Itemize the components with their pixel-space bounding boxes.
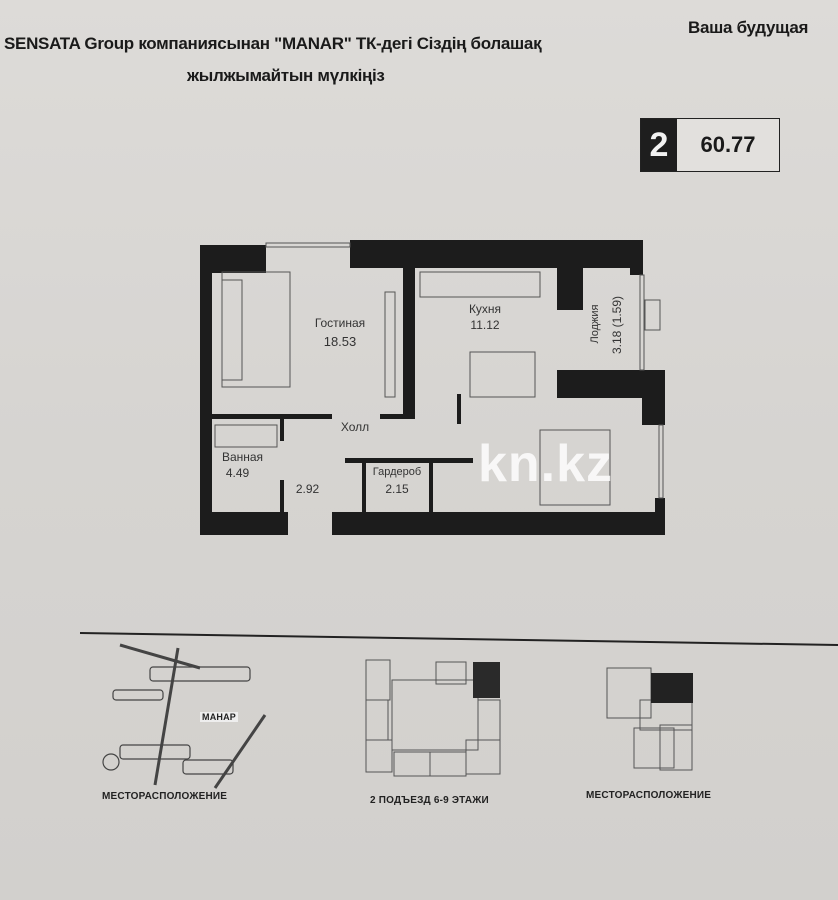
highlighted-section: [473, 662, 500, 698]
walls: [200, 240, 665, 535]
room-name-bath: Ванная: [221, 450, 264, 464]
highlighted-apartment: [651, 673, 693, 703]
divider-line: [79, 632, 838, 646]
title-kz-line1: SENSATA Group компаниясынан "MANAR" ТК-д…: [4, 34, 542, 53]
entrance-caption: 2 ПОДЪЕЗД 6-9 ЭТАЖИ: [370, 795, 489, 806]
total-area: 60.77: [700, 132, 756, 157]
watermark: kn.kz: [478, 435, 614, 493]
room-area-loggia: 3.18 (1.59): [610, 295, 624, 355]
room-area-hall: 2.92: [295, 482, 320, 496]
title-kz-line2: жылжымайтын мүлкіңіз: [187, 66, 385, 85]
map-label-manar: МАНАР: [200, 712, 238, 722]
room-name-wardrobe: Гардероб: [372, 466, 422, 478]
title-ru: Ваша будущая: [688, 18, 809, 37]
room-name-living: Гостиная: [314, 316, 366, 330]
location-map: [102, 643, 267, 789]
room-area-wardrobe: 2.15: [385, 482, 409, 496]
furniture: [214, 242, 664, 506]
room-name-hall: Холл: [340, 420, 370, 434]
room-name-kitchen: Кухня: [468, 302, 502, 316]
room-area-living: 18.53: [323, 334, 357, 349]
room-count: 2: [641, 119, 677, 171]
room-name-loggia: Лоджия: [589, 304, 601, 344]
apartment-badge: 2 60.77: [640, 118, 780, 172]
map-caption: МЕСТОРАСПОЛОЖЕНИЕ: [102, 791, 228, 802]
room-area-bath: 4.49: [225, 466, 250, 480]
section-caption: МЕСТОРАСПОЛОЖЕНИЕ: [586, 790, 712, 801]
building-scheme: [365, 659, 501, 777]
room-area-kitchen: 11.12: [470, 318, 500, 332]
